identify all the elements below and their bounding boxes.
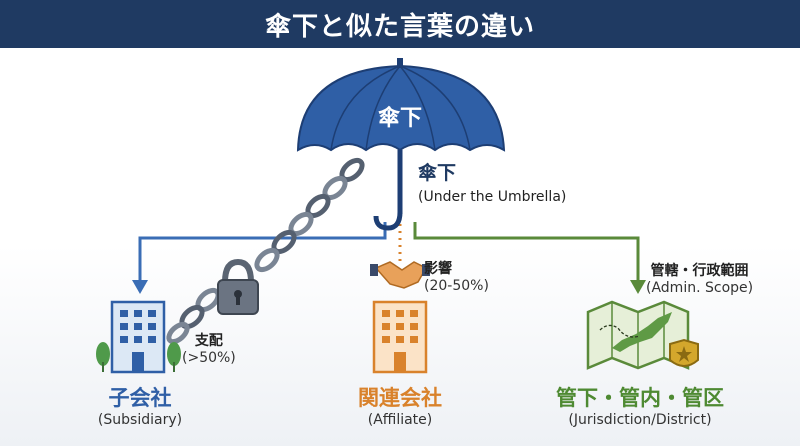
padlock-icon [217, 258, 259, 315]
affiliate-label-jp: 関連会社 [358, 386, 442, 410]
district-label-en: (Jurisdiction/District) [568, 412, 712, 428]
subsidiary-arrowhead [132, 280, 148, 294]
chain-icon [166, 157, 365, 345]
subsidiary-label-jp: 子会社 [108, 386, 172, 410]
subsidiary-label: 子会社 (Subsidiary) [60, 382, 220, 428]
title-bar: 傘下と似た言葉の違い [0, 0, 800, 48]
control-label: 支配 (>50%) [182, 330, 236, 366]
subsidiary-label-en: (Subsidiary) [97, 412, 183, 428]
district-connector [413, 222, 640, 282]
affiliate-building-icon [372, 300, 428, 374]
influence-label-jp: 影響 [424, 261, 452, 277]
influence-label: 影響 (20-50%) [424, 258, 489, 294]
district-label-jp: 管下・管内・管区 [556, 386, 724, 410]
affiliate-label: 関連会社 (Affiliate) [320, 382, 480, 428]
control-label-pct: (>50%) [182, 350, 236, 366]
map-icon [586, 300, 690, 370]
umbrella-label-en: (Under the Umbrella) [418, 189, 567, 205]
jurisdiction-label-jp: 管轄・行政範囲 [650, 263, 749, 279]
handshake-icon [370, 261, 430, 289]
page-title: 傘下と似た言葉の違い [264, 11, 535, 42]
umbrella-icon [296, 58, 506, 231]
umbrella-label: 傘下 (Under the Umbrella) [418, 158, 566, 205]
diagram-canvas [96, 58, 699, 374]
subsidiary-building-icon [96, 300, 181, 374]
jurisdiction-label: 管轄・行政範囲 (Admin. Scope) [646, 260, 753, 296]
police-badge-icon [669, 338, 699, 367]
influence-label-pct: (20-50%) [424, 278, 489, 294]
district-label: 管下・管内・管区 (Jurisdiction/District) [528, 382, 752, 428]
control-label-jp: 支配 [194, 333, 223, 349]
umbrella-canopy-text: 傘下 [377, 106, 422, 131]
jurisdiction-label-en: (Admin. Scope) [646, 280, 754, 296]
umbrella-label-jp: 傘下 [418, 162, 457, 184]
district-arrowhead [630, 280, 646, 294]
affiliate-label-en: (Affiliate) [367, 412, 433, 428]
